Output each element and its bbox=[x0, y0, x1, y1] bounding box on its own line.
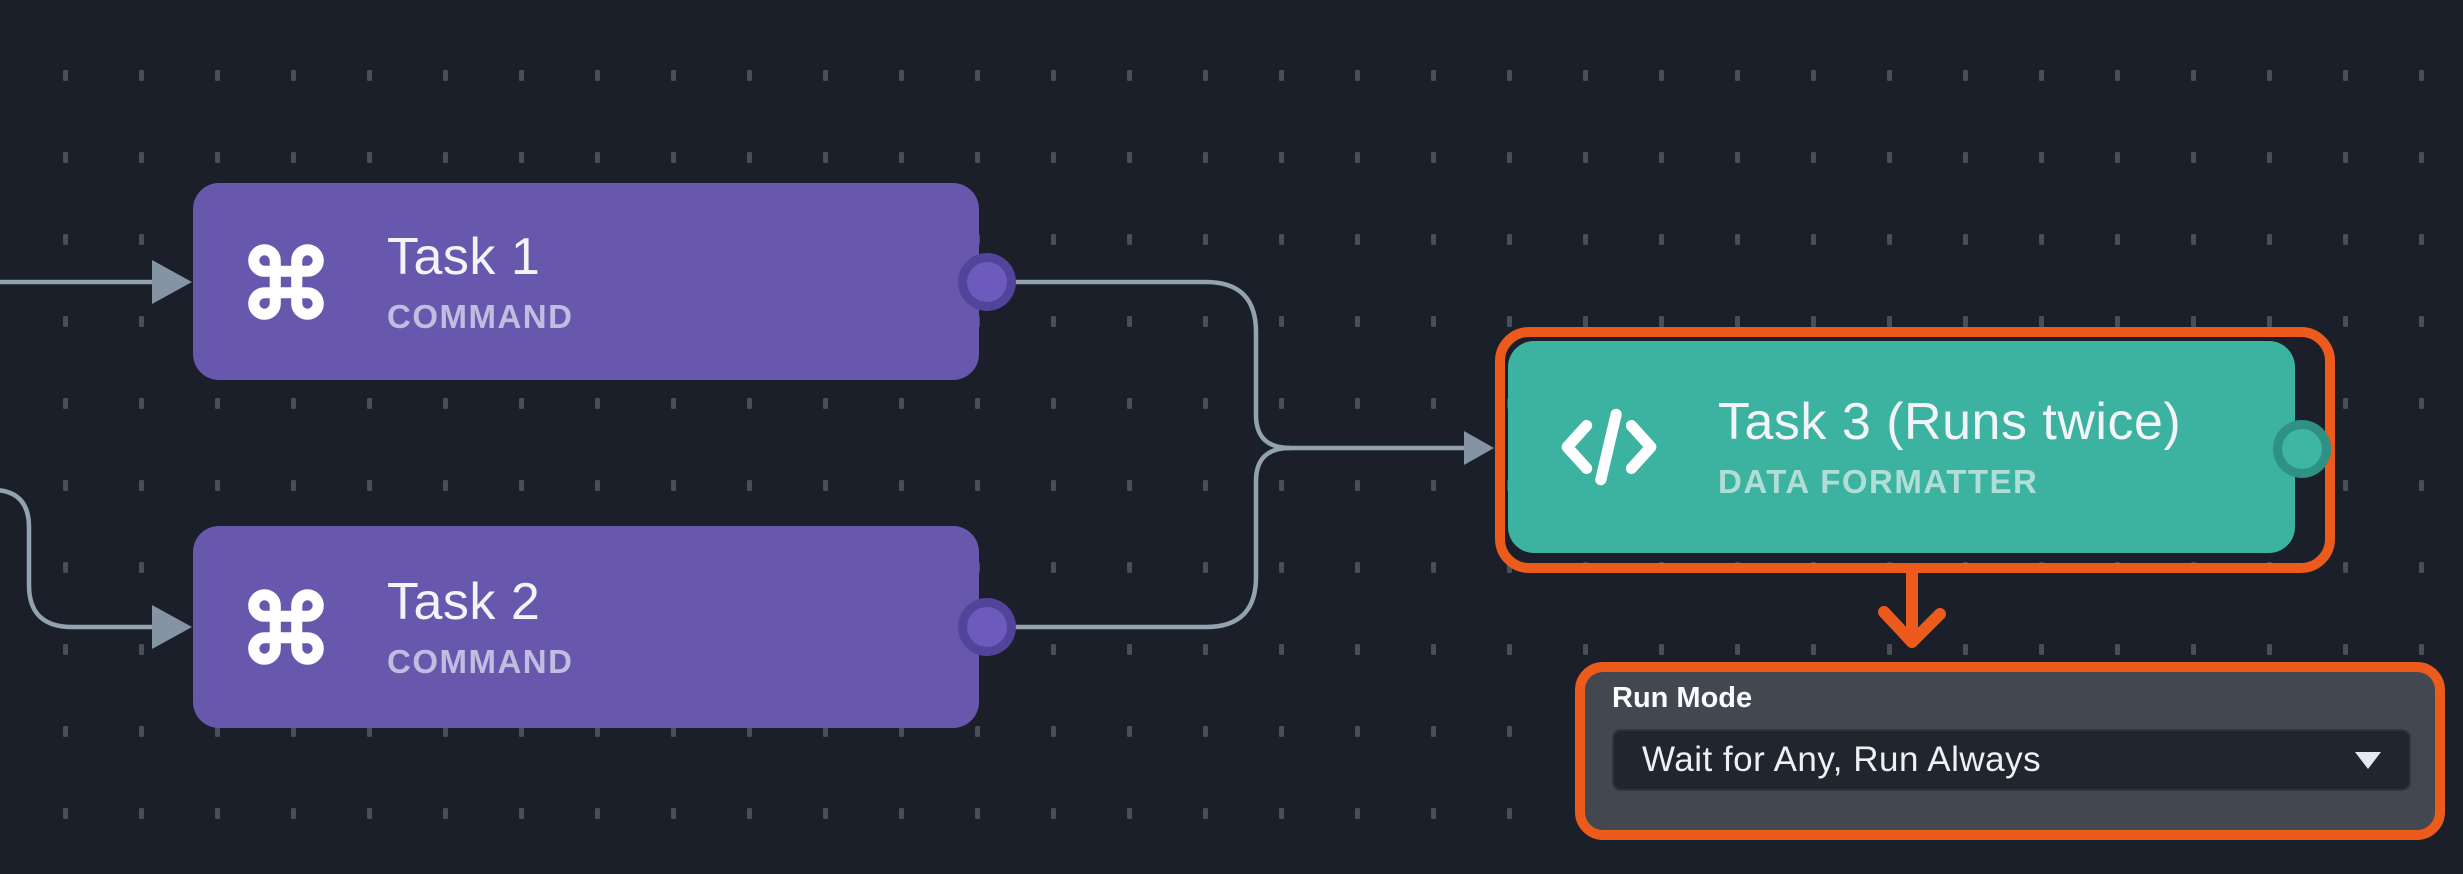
task2-output-connector[interactable] bbox=[967, 607, 1007, 647]
edge-in-task2 bbox=[0, 488, 154, 630]
node-task2[interactable]: Task 2 COMMAND bbox=[193, 526, 979, 728]
node-title: Task 3 (Runs twice) bbox=[1718, 393, 2182, 451]
run-mode-panel: Run Mode Wait for Any, Run Always bbox=[1575, 662, 2445, 840]
edge-task1-task3 bbox=[1006, 279, 1466, 451]
edge-task3-arrowhead bbox=[1464, 431, 1494, 465]
run-mode-selected-value: Wait for Any, Run Always bbox=[1642, 740, 2042, 779]
command-icon bbox=[243, 239, 329, 325]
selection-arrow bbox=[1878, 566, 1946, 648]
edge-in-task1-arrowhead bbox=[152, 260, 192, 304]
node-type-label: DATA FORMATTER bbox=[1718, 463, 2039, 500]
node-task3[interactable]: Task 3 (Runs twice) DATA FORMATTER bbox=[1508, 341, 2295, 553]
command-icon bbox=[243, 584, 329, 670]
node-title: Task 1 bbox=[387, 227, 541, 286]
edge-in-task2-arrowhead bbox=[152, 605, 192, 649]
task1-output-connector[interactable] bbox=[967, 262, 1007, 302]
edge-task2-task3 bbox=[1006, 445, 1291, 630]
caret-down-icon bbox=[2355, 751, 2381, 769]
run-mode-label: Run Mode bbox=[1612, 682, 1753, 714]
run-mode-dropdown[interactable]: Wait for Any, Run Always bbox=[1612, 729, 2411, 791]
task3-output-connector[interactable] bbox=[2282, 429, 2322, 469]
node-task1[interactable]: Task 1 COMMAND bbox=[193, 183, 979, 380]
node-type-label: COMMAND bbox=[387, 297, 574, 335]
node-title: Task 2 bbox=[387, 573, 541, 631]
node-type-label: COMMAND bbox=[387, 643, 574, 680]
code-icon bbox=[1558, 405, 1660, 489]
